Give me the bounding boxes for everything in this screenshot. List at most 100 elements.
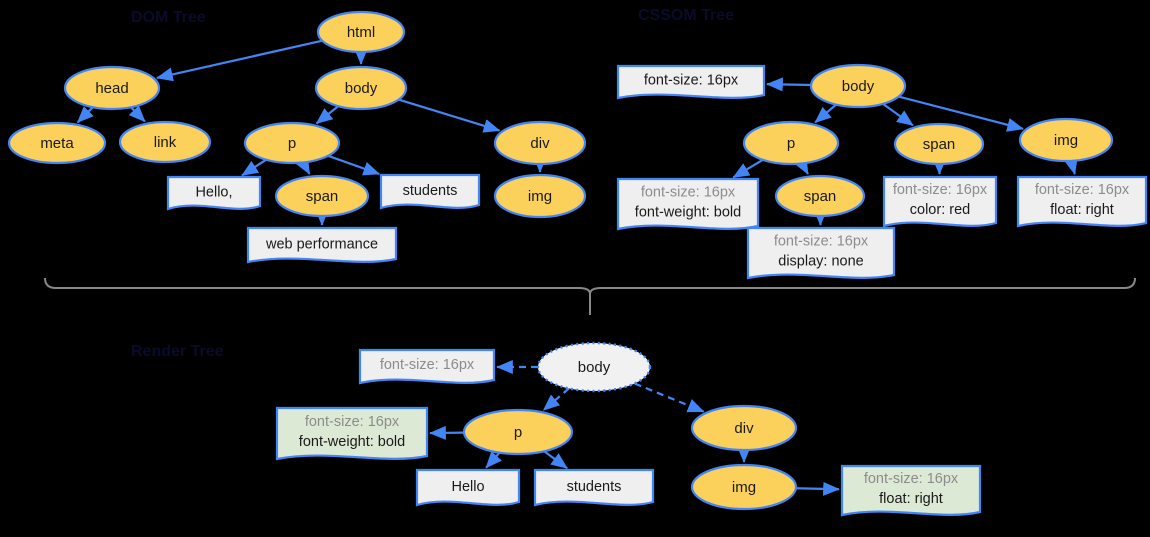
text-node-label: Hello, xyxy=(195,184,232,200)
style-rule-line: font-size: 16px xyxy=(864,471,959,487)
node-label: meta xyxy=(40,135,74,152)
edge xyxy=(128,105,146,123)
titles-layer: DOM Tree CSSOM Tree Render Tree xyxy=(131,7,734,360)
edges-layer xyxy=(76,39,1078,496)
node-img[interactable]: img xyxy=(690,463,798,511)
node-shape xyxy=(1018,117,1114,163)
node-span[interactable]: span xyxy=(774,174,866,218)
text-node-box[interactable]: students xyxy=(533,468,655,507)
text-node-label: web performance xyxy=(265,236,378,252)
node-shape xyxy=(63,65,161,111)
node-shape xyxy=(274,174,370,218)
node-body[interactable]: body xyxy=(809,63,907,109)
text-node-label: Hello xyxy=(451,479,484,495)
node-meta[interactable]: meta xyxy=(7,121,107,165)
node-shape xyxy=(809,63,907,109)
note-shape xyxy=(415,468,521,507)
node-span[interactable]: span xyxy=(893,122,985,166)
style-rule-line: font-size: 16px xyxy=(305,414,400,430)
node-label: html xyxy=(347,24,375,41)
edge xyxy=(485,451,502,469)
node-html[interactable]: html xyxy=(316,10,406,54)
node-label: body xyxy=(578,359,611,376)
text-node-label: students xyxy=(403,183,458,199)
edge xyxy=(794,156,809,175)
text-node-box[interactable]: web performance xyxy=(246,226,398,264)
edge xyxy=(795,481,840,496)
edge xyxy=(766,77,812,92)
node-img[interactable]: img xyxy=(1018,117,1114,163)
node-label: p xyxy=(787,135,795,152)
edge xyxy=(1064,156,1078,175)
style-rule-line: font-size: 16px xyxy=(1035,182,1130,198)
title-cssom-tree: CSSOM Tree xyxy=(638,7,734,24)
node-shape xyxy=(536,341,652,393)
node-shape xyxy=(314,65,408,111)
edge xyxy=(543,450,568,470)
style-rule-line: color: red xyxy=(910,202,970,218)
node-div[interactable]: div xyxy=(493,120,587,166)
note-shape xyxy=(616,64,766,100)
text-node-box[interactable]: students xyxy=(379,173,481,210)
note-shape xyxy=(166,175,262,211)
edge xyxy=(156,39,323,82)
style-rule-box[interactable]: font-size: 16px color: red xyxy=(882,175,998,228)
style-rule-box[interactable]: font-size: 16px xyxy=(358,348,496,385)
node-head[interactable]: head xyxy=(63,65,161,111)
node-label: span xyxy=(923,136,956,153)
title-render-tree: Render Tree xyxy=(131,343,224,360)
edge xyxy=(542,387,570,412)
edge xyxy=(882,102,914,127)
node-shape xyxy=(7,121,107,165)
brace-layer xyxy=(44,277,1136,315)
edge xyxy=(315,105,339,125)
node-p[interactable]: p xyxy=(462,408,574,456)
style-rule-line: font-weight: bold xyxy=(299,434,405,450)
note-shape xyxy=(358,348,496,385)
node-shape xyxy=(893,122,985,166)
note-shape xyxy=(746,226,896,280)
node-div[interactable]: div xyxy=(690,404,798,452)
text-node-box[interactable]: Hello, xyxy=(166,175,262,211)
style-rule-box[interactable]: font-size: 16px float: right xyxy=(1016,175,1148,228)
node-img[interactable]: img xyxy=(493,173,587,219)
style-rule-line: font-size: 16px xyxy=(893,182,988,198)
node-label: body xyxy=(842,78,875,95)
node-label: link xyxy=(154,134,177,151)
node-label: img xyxy=(1054,132,1078,149)
text-node-box[interactable]: Hello xyxy=(415,468,521,507)
node-shape xyxy=(690,404,798,452)
style-rule-line: font-weight: bold xyxy=(635,204,741,220)
note-shape xyxy=(379,173,481,210)
node-span[interactable]: span xyxy=(274,174,370,218)
edge xyxy=(634,382,705,413)
node-shape xyxy=(742,120,840,166)
style-rule-line: font-size: 16px xyxy=(644,72,739,88)
node-p[interactable]: p xyxy=(742,120,840,166)
style-rule-box[interactable]: font-size: 16px font-weight: bold xyxy=(275,406,429,461)
style-rule-line: float: right xyxy=(1050,202,1114,218)
node-label: p xyxy=(288,135,296,152)
node-link[interactable]: link xyxy=(118,120,212,164)
note-shape xyxy=(616,177,760,231)
node-body[interactable]: body xyxy=(536,341,652,393)
node-label: img xyxy=(528,188,552,205)
edge xyxy=(398,98,501,133)
node-shape xyxy=(462,408,574,456)
node-p[interactable]: p xyxy=(243,121,341,165)
note-shape xyxy=(533,468,655,507)
style-rule-box[interactable]: font-size: 16px xyxy=(616,64,766,100)
note-shape xyxy=(1016,175,1148,228)
style-rule-line: display: none xyxy=(778,253,863,269)
edge xyxy=(295,156,311,175)
edge xyxy=(814,103,837,124)
node-shape xyxy=(243,121,341,165)
text-node-label: students xyxy=(567,479,622,495)
node-body[interactable]: body xyxy=(314,65,408,111)
note-shape xyxy=(246,226,398,264)
